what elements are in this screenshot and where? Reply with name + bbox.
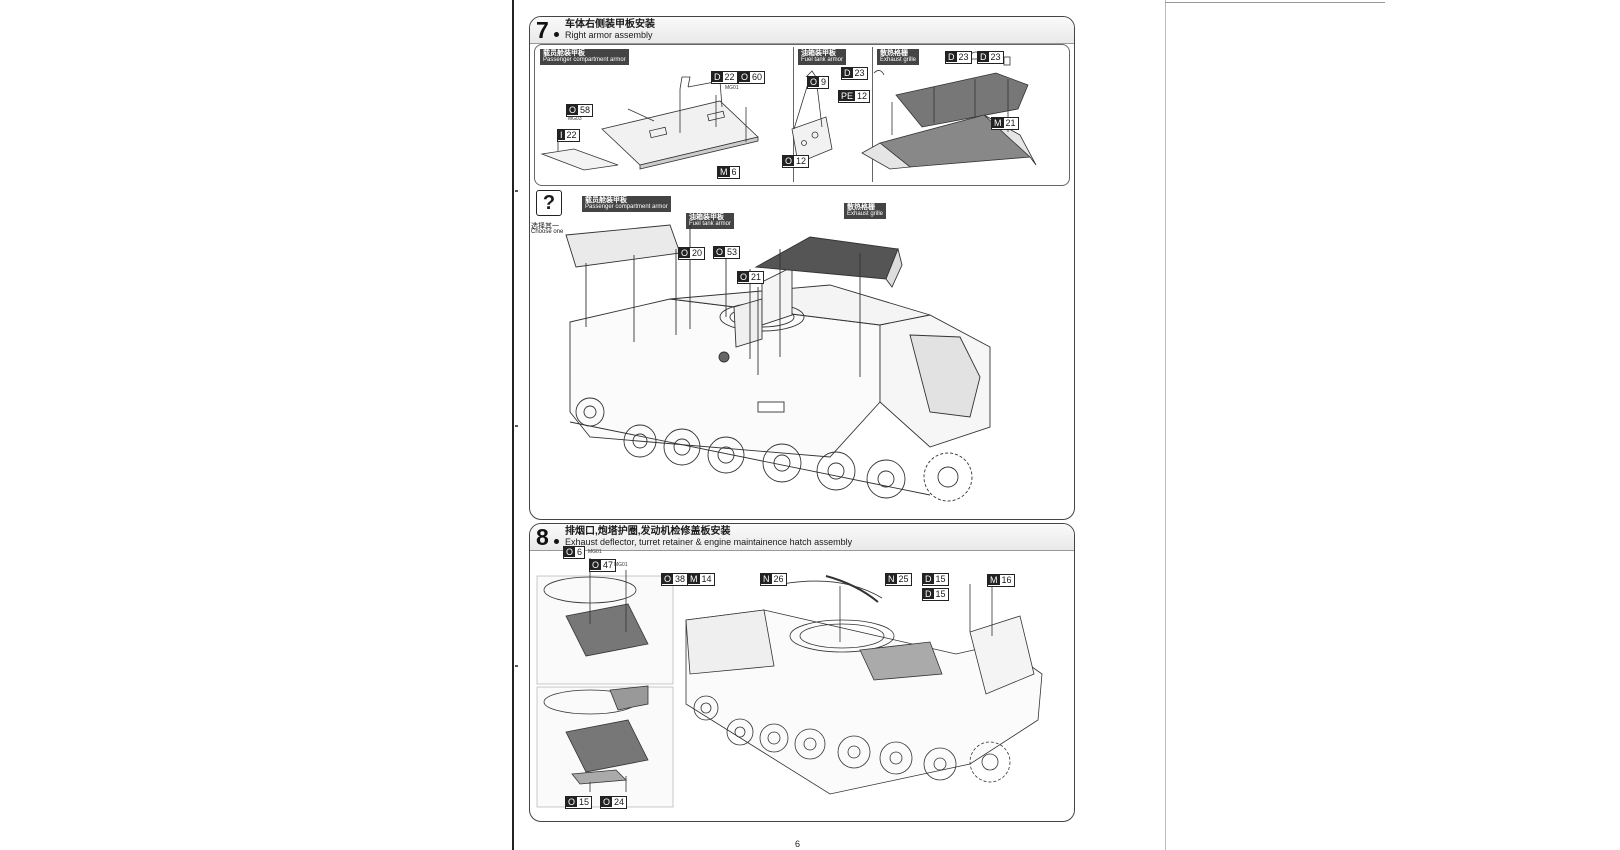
step-8-box: 8 排烟口,炮塔护圈,发动机检修盖板安装 Exhaust deflector, … [529, 523, 1075, 822]
overview-vehicle-drawing [565, 224, 991, 502]
step-7-title-en: Right armor assembly [565, 30, 653, 40]
margin-mark [515, 425, 518, 427]
step-7-header: 7 车体右侧装甲板安装 Right armor assembly [530, 17, 1074, 44]
page-right-edge [1165, 0, 1166, 850]
part-mini-label: MG03 [568, 116, 582, 122]
page-left-edge [512, 0, 514, 850]
panel-divider [872, 47, 873, 182]
step-8-title-en: Exhaust deflector, turret retainer & eng… [565, 537, 853, 547]
part-mini-label: MG01 [588, 549, 602, 555]
choose-one-icon: ? [536, 190, 562, 216]
margin-mark [515, 190, 518, 192]
page-top-edge [1165, 2, 1385, 3]
step-7-title-zh: 车体右侧装甲板安装 [565, 19, 655, 30]
part-mini-label: MG01 [725, 85, 739, 91]
margin-mark [515, 665, 518, 667]
step-number-dot [554, 539, 559, 544]
part-mini-label: MG01 [614, 562, 628, 568]
step-8-drawings [536, 558, 1043, 808]
panel-divider [793, 47, 794, 182]
step-8-title-zh: 排烟口,炮塔护圈,发动机检修盖板安装 [565, 526, 731, 537]
step-8-number: 8 [536, 524, 549, 550]
step-number-dot [554, 32, 559, 37]
step-7-number: 7 [536, 17, 549, 43]
choose-one-label-zh: 选择其一 [531, 223, 559, 230]
step-8-header: 8 排烟口,炮塔护圈,发动机检修盖板安装 Exhaust deflector, … [530, 524, 1074, 551]
page-number: 6 [795, 839, 801, 849]
choose-one-label-en: Choose one [531, 229, 564, 235]
